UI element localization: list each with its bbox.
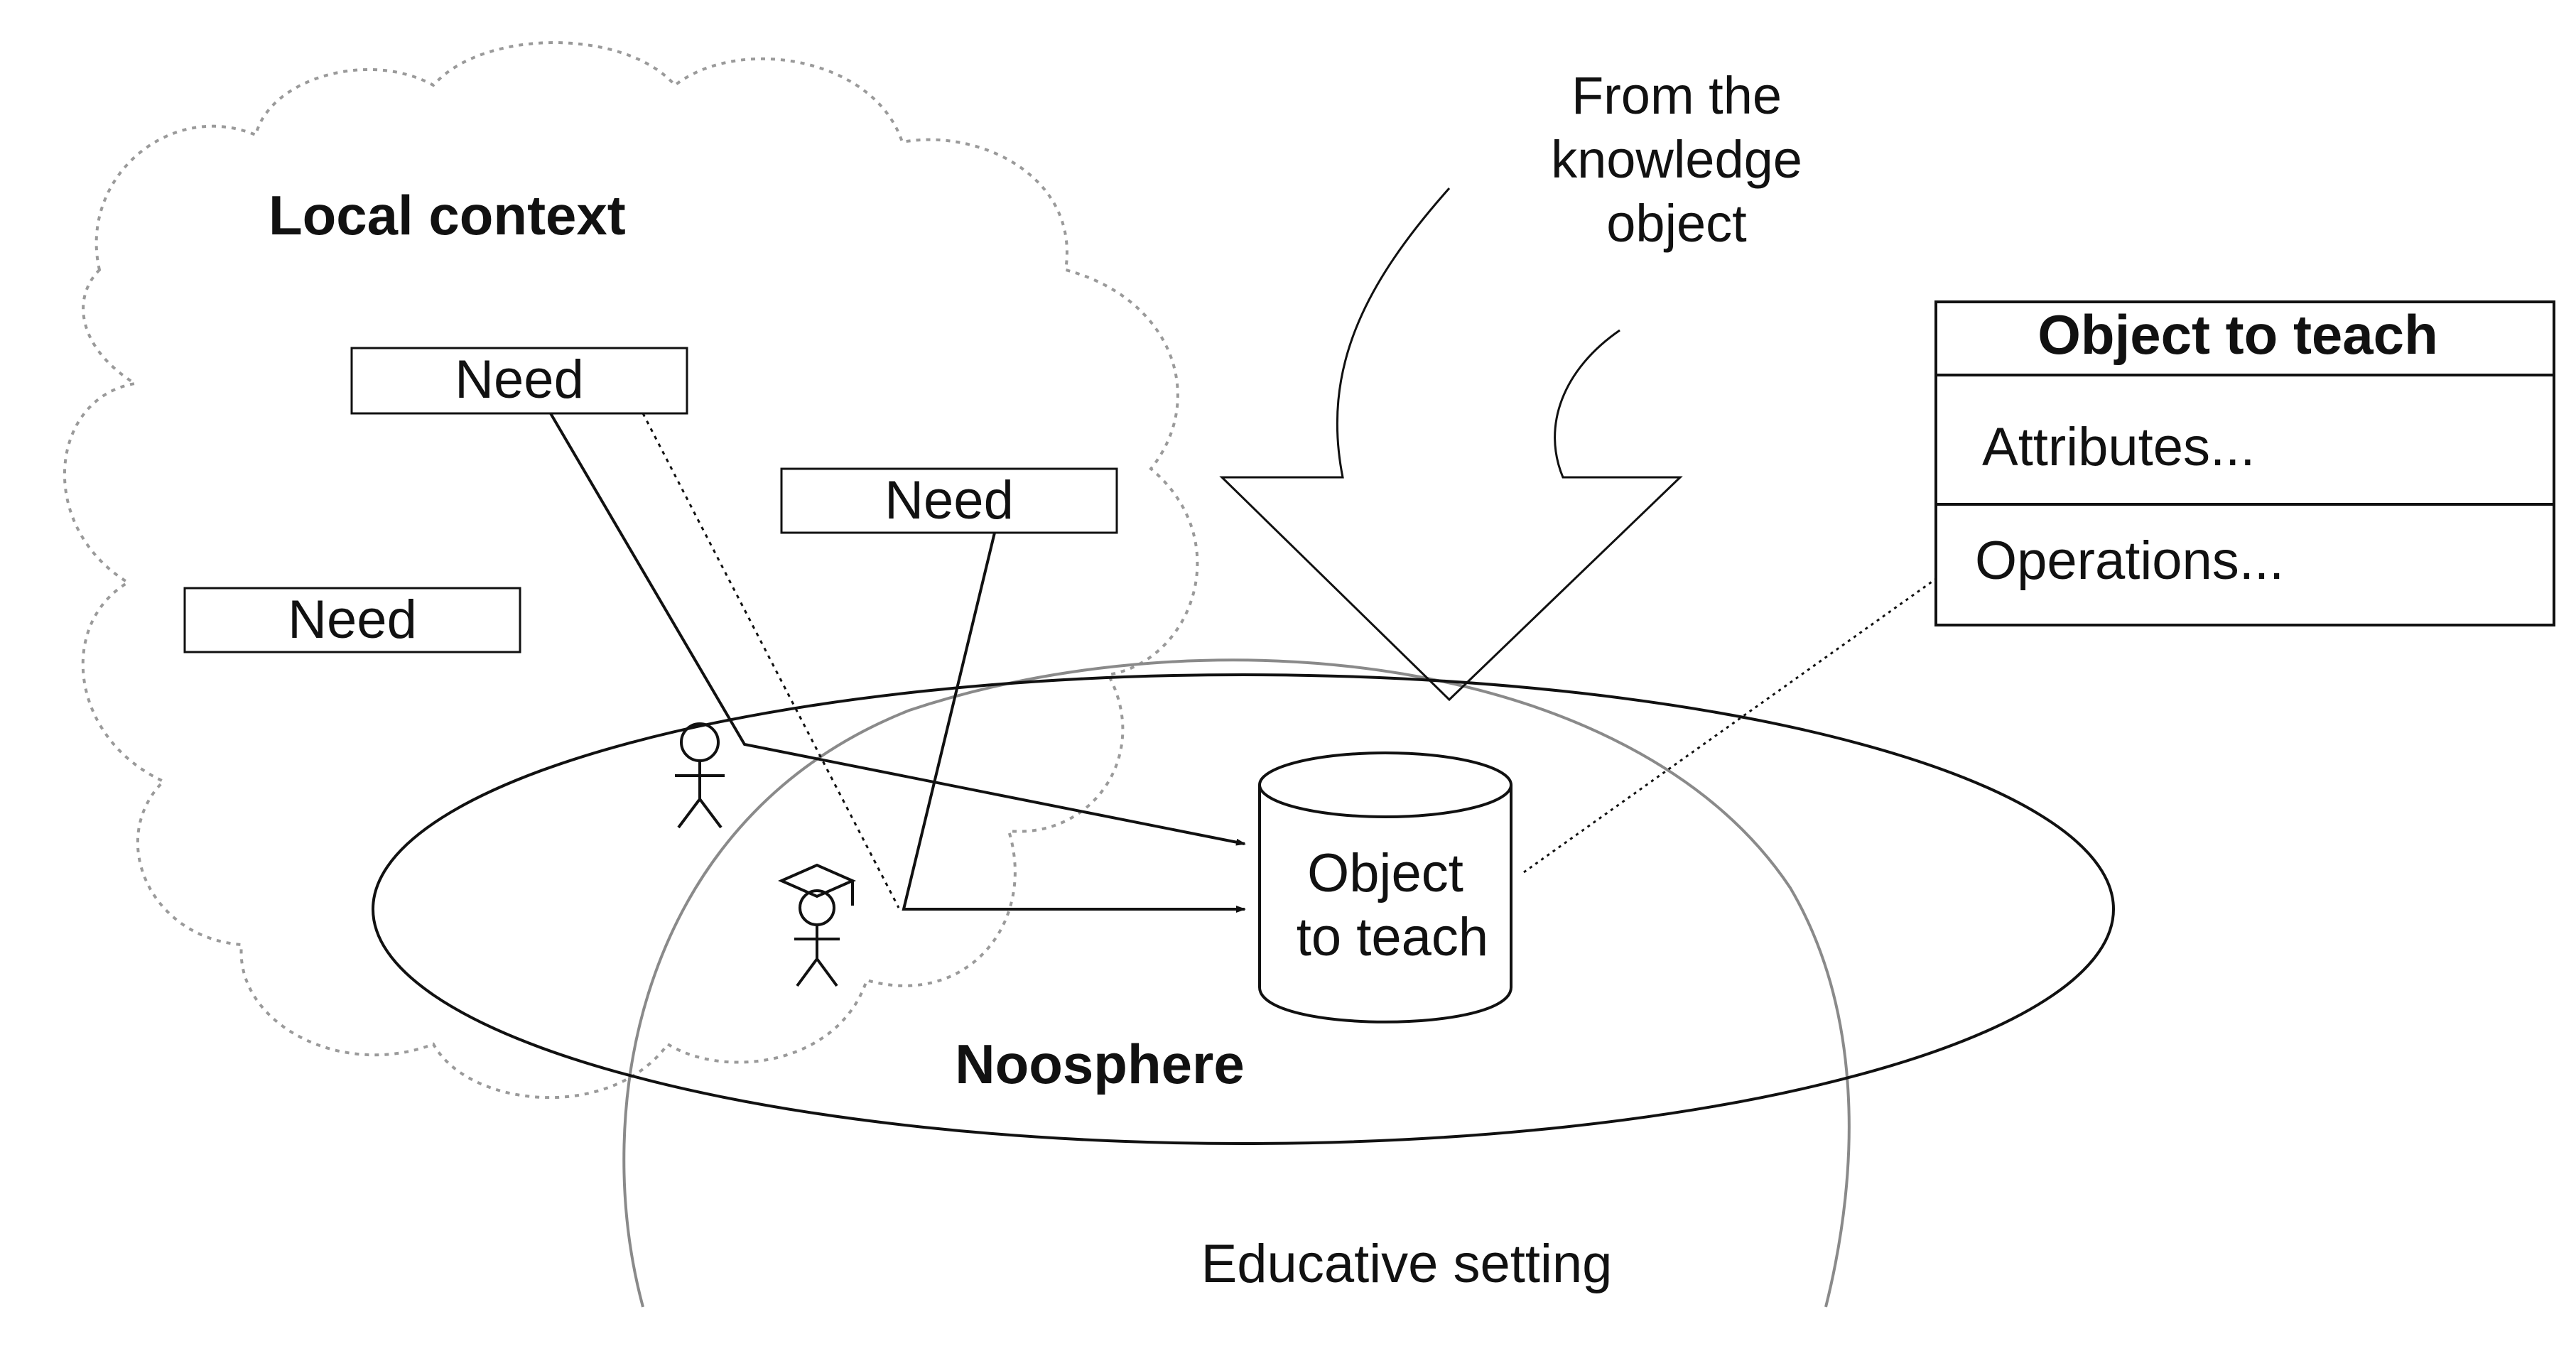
from-knowledge-line-2: knowledge <box>1551 130 1802 189</box>
person-icon <box>675 722 725 829</box>
noosphere-ellipse <box>372 673 2115 1145</box>
cylinder-label-line-2: to teach <box>1297 907 1488 967</box>
need-1-to-object-arrow <box>549 412 1246 846</box>
class-box-operations: Operations... <box>1975 531 2284 591</box>
local-context-label: Local context <box>269 184 626 246</box>
need-2-to-object-arrow <box>902 532 1246 913</box>
need-box-2: Need <box>780 467 1118 534</box>
graduate-icon <box>778 863 856 987</box>
class-box-attributes: Attributes... <box>1982 417 2255 477</box>
knowledge-object-arrow <box>1219 188 1683 702</box>
from-knowledge-line-3: object <box>1606 194 1747 253</box>
object-to-teach-cylinder: Object to teach <box>1258 751 1512 1024</box>
class-box: Object to teach Attributes... Operations… <box>1934 300 2555 626</box>
need-1-dotted-link <box>642 413 900 908</box>
class-box-title: Object to teach <box>2037 303 2437 366</box>
educative-setting-label: Educative setting <box>1201 1234 1613 1294</box>
need-box-2-label: Need <box>884 470 1014 531</box>
educative-setting-boundary <box>622 658 1851 1308</box>
noosphere-label: Noosphere <box>955 1033 1244 1095</box>
need-box-1-label: Need <box>455 349 584 410</box>
local-context-cloud <box>63 41 1199 1100</box>
cylinder-to-class-box-link <box>1523 577 1937 874</box>
from-knowledge-line-1: From the <box>1571 66 1782 125</box>
need-box-1: Need <box>350 347 688 415</box>
cylinder-label-line-1: Object <box>1307 843 1463 903</box>
need-box-3-label: Need <box>288 590 417 650</box>
need-box-3: Need <box>183 587 521 653</box>
